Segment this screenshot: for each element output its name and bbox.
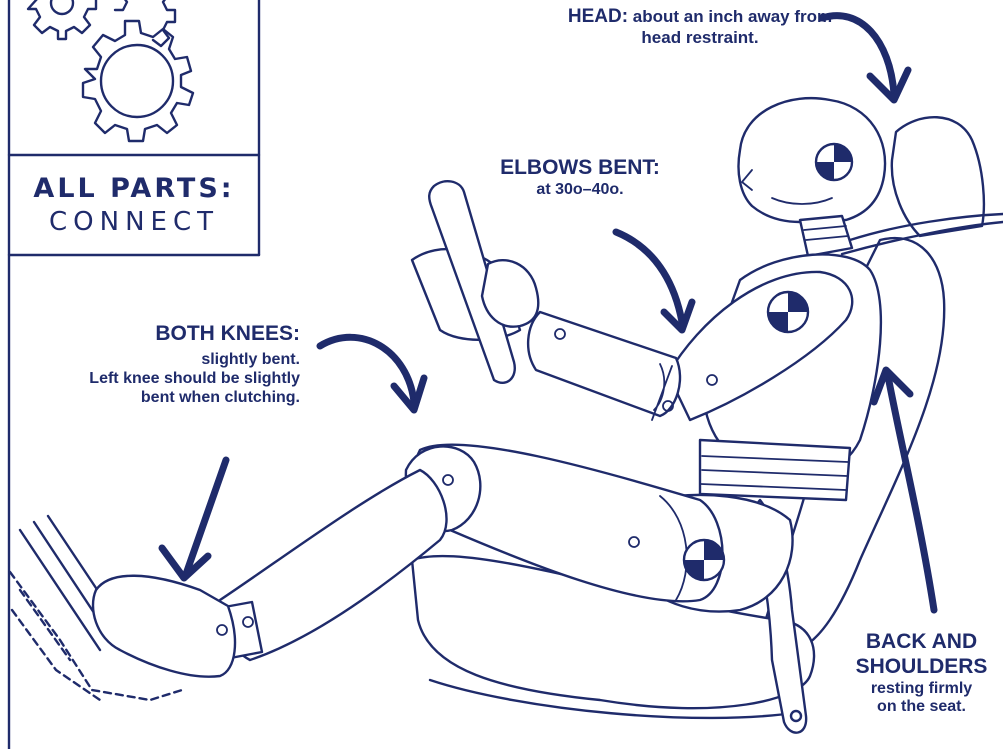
arrow-icon xyxy=(162,460,226,578)
head-callout: HEAD: about an inch away from head restr… xyxy=(560,6,840,48)
elbows-callout: ELBOWS BENT: at 30o–40o. xyxy=(470,156,690,200)
knees-callout-title: BOTH KNEES: xyxy=(10,322,300,347)
knees-callout-line2: Left knee should be slightly xyxy=(10,370,300,389)
head-callout-title: HEAD: xyxy=(568,6,628,27)
back-callout-title-line2: SHOULDERS xyxy=(840,655,1003,680)
crash-test-marker-icon xyxy=(816,144,852,180)
knees-callout: BOTH KNEES: slightly bent. Left knee sho… xyxy=(10,322,300,407)
back-callout-text-line2: on the seat. xyxy=(840,698,1003,717)
crash-test-marker-icon xyxy=(684,540,724,580)
parts-title: ALL PARTS: xyxy=(9,173,259,204)
elbows-callout-title: ELBOWS BENT: xyxy=(470,156,690,181)
all-parts-box: ALL PARTS: CONNECT xyxy=(9,155,259,255)
head-callout-text: about an inch away from head restraint. xyxy=(633,7,832,47)
knees-callout-line1: slightly bent. xyxy=(10,351,300,370)
parts-subtitle: CONNECT xyxy=(9,207,259,237)
back-callout-title-line1: BACK AND xyxy=(840,630,1003,655)
arrow-icon xyxy=(320,337,424,410)
gear-icon xyxy=(28,0,193,141)
crash-test-marker-icon xyxy=(768,292,808,332)
back-callout: BACK AND SHOULDERS resting firmly on the… xyxy=(840,630,1003,717)
back-callout-text-line1: resting firmly xyxy=(840,680,1003,699)
knees-callout-line3: bent when clutching. xyxy=(10,389,300,408)
elbows-callout-text: at 30o–40o. xyxy=(470,181,690,200)
arrow-icon xyxy=(616,232,692,330)
